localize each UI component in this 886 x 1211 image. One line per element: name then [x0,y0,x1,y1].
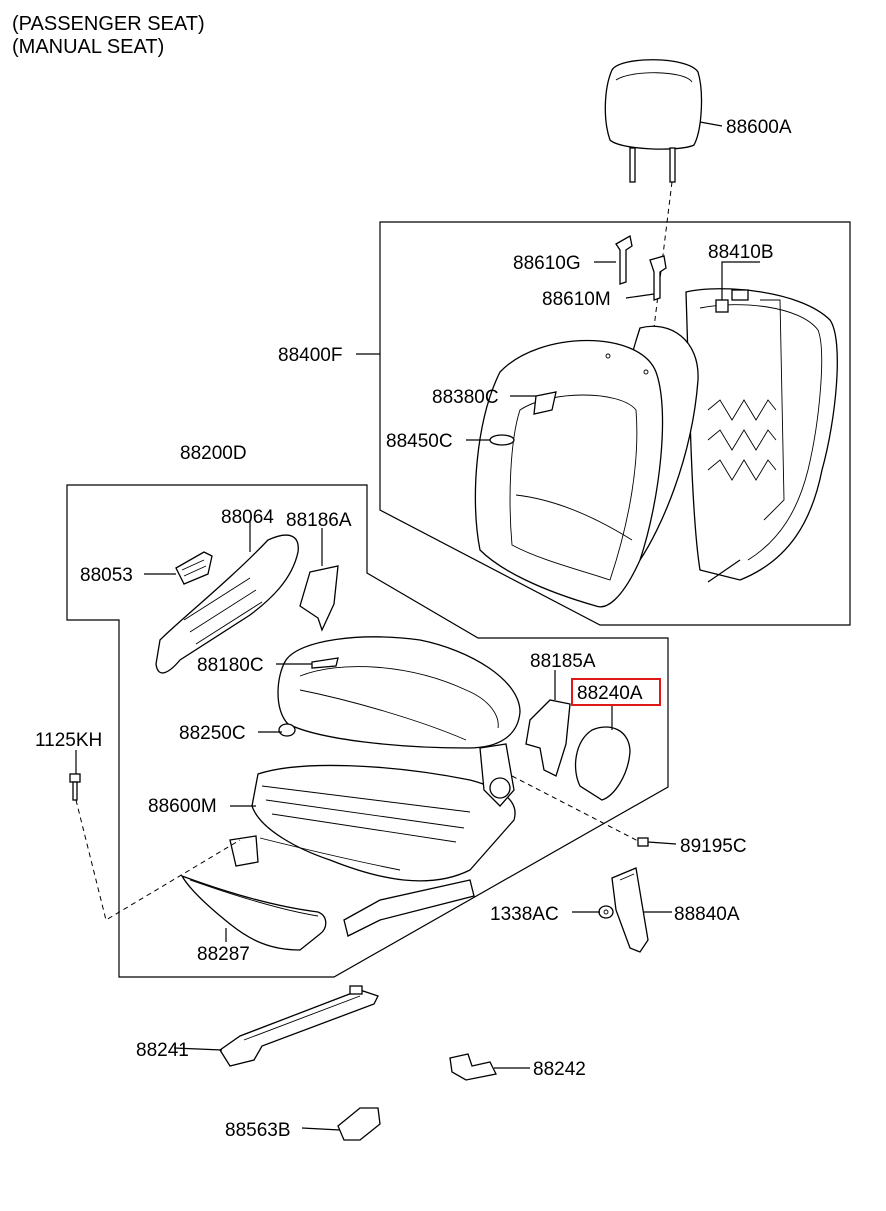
label-1125KH[interactable]: 1125KH [35,730,102,751]
label-88563B[interactable]: 88563B [225,1120,291,1141]
cover-88563B [337,1107,381,1141]
diagram-title-line2: (MANUAL SEAT) [12,36,165,58]
label-1338AC[interactable]: 1338AC [490,904,559,925]
label-88380C[interactable]: 88380C [432,387,499,408]
side-shield-88240A [574,726,631,801]
label-88241[interactable]: 88241 [136,1040,189,1061]
bracket-88186A [299,565,339,632]
highlight-box-88240A [571,678,661,706]
front-trim-88287 [180,874,327,951]
label-88250C[interactable]: 88250C [179,723,246,744]
label-88185A[interactable]: 88185A [530,651,596,672]
seat-cushion [277,636,521,749]
label-88200D[interactable]: 88200D [180,443,247,464]
screw-89195C [637,837,649,847]
label-88064[interactable]: 88064 [221,507,274,528]
label-88600M[interactable]: 88600M [148,796,217,817]
bracket-88185A [525,699,571,777]
bracket-88242 [449,1053,497,1081]
bolt-1125KH [69,773,81,801]
label-88400F[interactable]: 88400F [278,345,342,366]
label-88840A[interactable]: 88840A [674,904,740,925]
label-88186A[interactable]: 88186A [286,510,352,531]
rail-88241 [219,985,379,1067]
seatback-frame [685,288,838,583]
label-88600A[interactable]: 88600A [726,117,792,138]
seat-frame [229,743,516,937]
label-88240A[interactable]: 88240A [577,683,643,704]
label-88242[interactable]: 88242 [533,1059,586,1080]
diagram-title-line1: (PASSENGER SEAT) [12,13,205,35]
screw-guide-dashline [511,775,641,843]
guide-88610M [649,255,667,301]
label-88610M[interactable]: 88610M [542,289,611,310]
label-88180C[interactable]: 88180C [197,655,264,676]
guide-88610G [615,234,633,285]
buckle-88840A [611,867,649,953]
label-88610G[interactable]: 88610G [513,253,581,274]
label-88053[interactable]: 88053 [80,565,133,586]
cushion-assembly-box [66,484,669,978]
label-88287[interactable]: 88287 [197,944,250,965]
label-88410B[interactable]: 88410B [708,242,774,263]
recliner-knob [175,551,213,585]
nut-1338AC [598,905,614,919]
seatback-cushion [474,325,699,608]
leader-lines [75,121,760,1131]
recliner-cover [155,534,299,674]
label-89195C[interactable]: 89195C [680,836,747,857]
bolt-guide-dashline [75,799,241,921]
seatback-assembly-box [379,221,851,626]
headrest [604,59,703,183]
label-88450C[interactable]: 88450C [386,431,453,452]
